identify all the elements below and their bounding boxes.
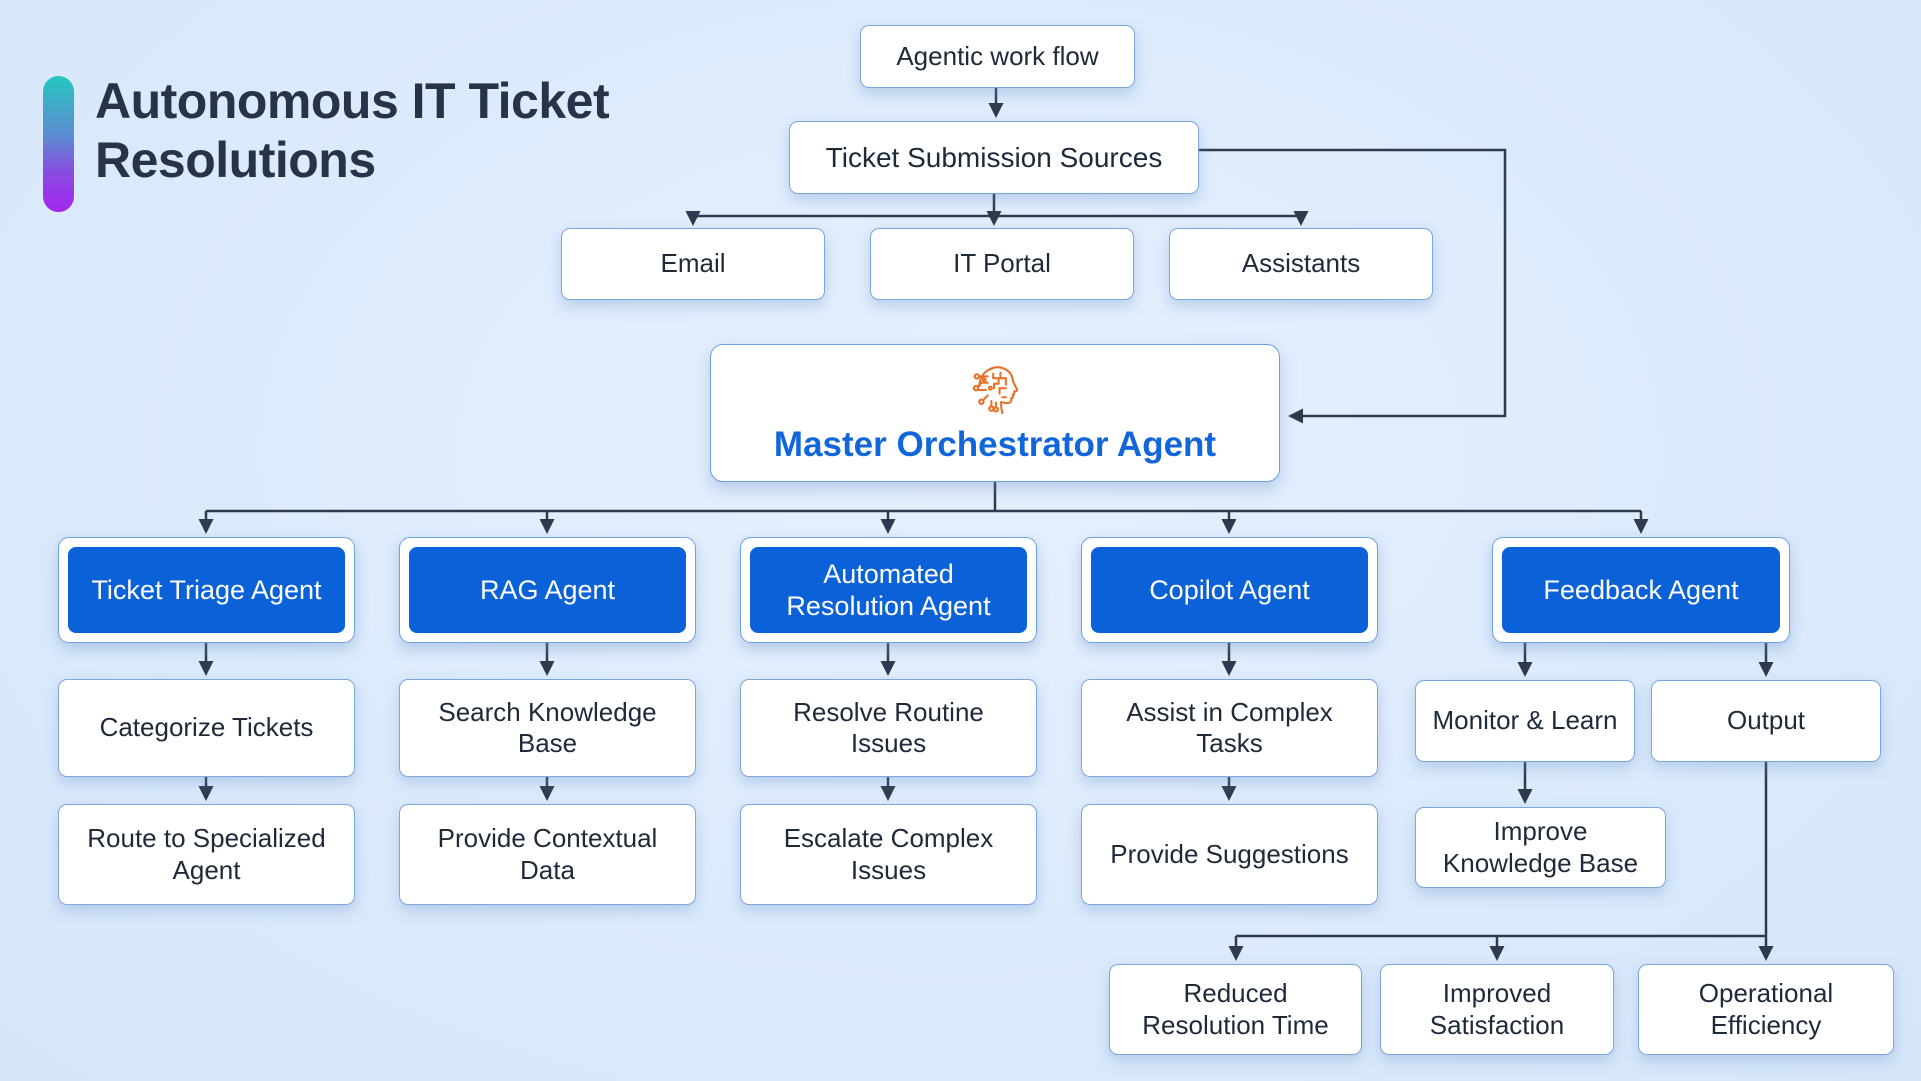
node-assist-in-complex-tasks-label: Assist in Complex Tasks [1126, 696, 1333, 758]
ai-head-circuit-icon [966, 361, 1024, 419]
node-provide-suggestions: Provide Suggestions [1081, 804, 1378, 905]
node-output: Output [1651, 680, 1881, 762]
node-reduced-resolution-time: Reduced Resolution Time [1109, 964, 1362, 1055]
node-automated-resolution-agent-label: Automated Resolution Agent [786, 558, 991, 621]
node-escalate-complex-issues-label: Escalate Complex Issues [783, 823, 994, 885]
node-improve-knowledge-base-label: Improve Knowledge Base [1442, 816, 1639, 878]
node-rag-agent: RAG Agent [399, 537, 696, 643]
node-agentic-workflow: Agentic work flow [860, 25, 1135, 88]
node-operational-efficiency-label: Operational Efficiency [1698, 978, 1834, 1040]
node-resolve-routine-issues: Resolve Routine Issues [740, 679, 1037, 777]
page-title-line1: Autonomous IT Ticket [95, 73, 610, 129]
node-copilot-agent-label: Copilot Agent [1149, 574, 1310, 605]
node-search-knowledge-base: Search Knowledge Base [399, 679, 696, 777]
node-improved-satisfaction-label: Improved Satisfaction [1429, 978, 1565, 1040]
node-assistants: Assistants [1169, 228, 1433, 300]
node-operational-efficiency: Operational Efficiency [1638, 964, 1894, 1055]
node-automated-resolution-agent: Automated Resolution Agent [740, 537, 1037, 643]
node-assist-in-complex-tasks: Assist in Complex Tasks [1081, 679, 1378, 777]
node-output-label: Output [1726, 705, 1806, 736]
node-assistants-label: Assistants [1241, 248, 1361, 279]
node-ticket-triage-agent-label: Ticket Triage Agent [91, 574, 322, 605]
node-route-to-specialized-agent-label: Route to Specialized Agent [87, 823, 326, 885]
node-provide-contextual-data-label: Provide Contextual Data [437, 823, 658, 885]
node-it-portal: IT Portal [870, 228, 1134, 300]
node-ticket-triage-agent: Ticket Triage Agent [58, 537, 355, 643]
node-monitor-and-learn: Monitor & Learn [1415, 680, 1635, 762]
node-categorize-tickets-label: Categorize Tickets [99, 712, 314, 743]
page-title-line2: Resolutions [95, 131, 376, 188]
node-master-orchestrator-agent-label: Master Orchestrator Agent [773, 425, 1217, 464]
title-accent-bar [43, 76, 74, 212]
node-improved-satisfaction: Improved Satisfaction [1380, 964, 1614, 1055]
node-it-portal-label: IT Portal [953, 248, 1051, 279]
node-provide-suggestions-label: Provide Suggestions [1110, 838, 1349, 869]
node-provide-contextual-data: Provide Contextual Data [399, 804, 696, 905]
node-escalate-complex-issues: Escalate Complex Issues [740, 804, 1037, 905]
node-agentic-workflow-label: Agentic work flow [896, 40, 1099, 71]
node-monitor-and-learn-label: Monitor & Learn [1432, 705, 1618, 736]
node-feedback-agent-label: Feedback Agent [1543, 574, 1739, 605]
node-email: Email [561, 228, 825, 300]
node-search-knowledge-base-label: Search Knowledge Base [438, 696, 657, 758]
node-ticket-submission-sources-label: Ticket Submission Sources [825, 141, 1163, 173]
node-copilot-agent: Copilot Agent [1081, 537, 1378, 643]
node-improve-knowledge-base: Improve Knowledge Base [1415, 807, 1666, 888]
node-feedback-agent: Feedback Agent [1492, 537, 1790, 643]
node-categorize-tickets: Categorize Tickets [58, 679, 355, 777]
node-ticket-submission-sources: Ticket Submission Sources [789, 121, 1199, 194]
node-email-label: Email [660, 248, 726, 279]
node-master-orchestrator-agent: Master Orchestrator Agent [710, 344, 1280, 482]
node-rag-agent-label: RAG Agent [479, 574, 616, 605]
node-reduced-resolution-time-label: Reduced Resolution Time [1142, 978, 1329, 1040]
node-route-to-specialized-agent: Route to Specialized Agent [58, 804, 355, 905]
page-title: Autonomous IT Ticket Resolutions [95, 72, 695, 189]
node-resolve-routine-issues-label: Resolve Routine Issues [793, 696, 984, 758]
